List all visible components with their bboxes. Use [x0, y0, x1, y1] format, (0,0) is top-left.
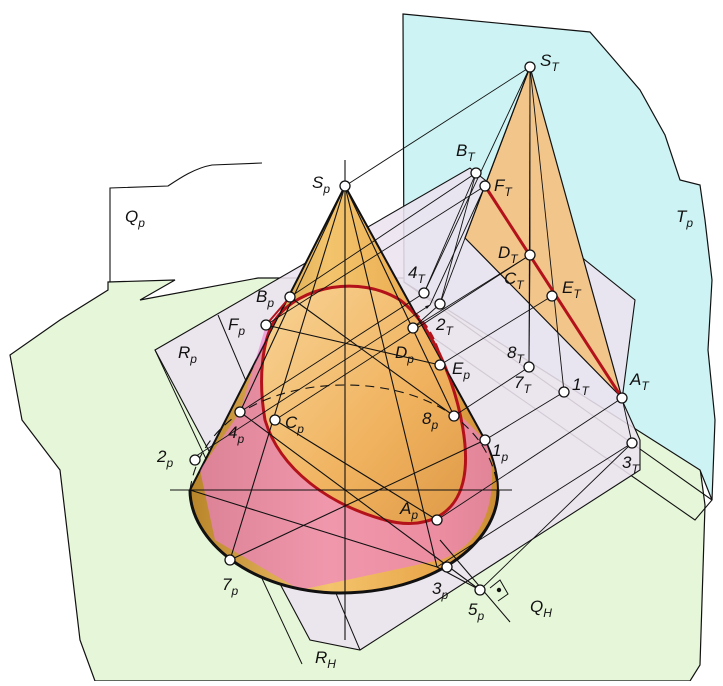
- label-3-T: 3T: [622, 453, 640, 476]
- point-F-T: [479, 180, 491, 192]
- label-7-p: 7p: [222, 575, 238, 598]
- point-A-p: [431, 514, 443, 526]
- point-B-T: [470, 167, 482, 179]
- label-2-p: 2p: [156, 447, 173, 470]
- label-B-p: Bp: [256, 287, 274, 310]
- point-E-p: [434, 359, 446, 371]
- points: [189, 61, 638, 596]
- labels: Qp Tp Rp RH QH Sp ST BT FT DT CT ET AT 4…: [125, 51, 693, 671]
- point-7-p: [224, 554, 236, 566]
- cone-generators: [170, 160, 512, 640]
- point-D-p: [407, 322, 419, 334]
- label-2-T: 2T: [435, 315, 454, 338]
- label-D-p: Dp: [395, 343, 414, 366]
- label-E-T: ET: [562, 278, 582, 301]
- right-angle-dot: [496, 587, 502, 593]
- point-4-T: [418, 287, 430, 299]
- label-5-p: 5p: [468, 600, 484, 623]
- point-1-p: [479, 434, 491, 446]
- label-S-p: Sp: [312, 173, 330, 196]
- point-D-T: [524, 249, 536, 261]
- point-S-T: [524, 61, 536, 73]
- label-C-T: CT: [504, 269, 525, 292]
- label-S-T: ST: [540, 51, 560, 74]
- label-4-p: 4p: [228, 423, 244, 446]
- label-F-T: FT: [494, 176, 513, 199]
- point-E-T: [546, 290, 558, 302]
- label-7-T: 7T: [514, 373, 532, 396]
- point-F-p: [260, 319, 272, 331]
- point-5-p: [474, 584, 486, 596]
- point-1-T: [558, 386, 570, 398]
- label-3-p: 3p: [432, 579, 448, 602]
- label-R-H: RH: [315, 648, 336, 671]
- point-2-T: [434, 298, 446, 310]
- point-7-T: [523, 361, 535, 373]
- projection-lines: [189, 66, 633, 591]
- frontal-plane-outline: [109, 162, 263, 282]
- label-1-p: 1p: [492, 441, 508, 464]
- point-2-p: [189, 454, 201, 466]
- label-B-T: BT: [456, 141, 476, 164]
- horizontal-trace-Q: [439, 539, 511, 623]
- section-edge-front: [265, 296, 291, 326]
- point-3-T: [626, 437, 638, 449]
- label-8-T: 8T: [507, 343, 525, 366]
- point-3-p: [441, 561, 453, 573]
- label-8-p: 8p: [422, 409, 438, 432]
- section-ellipse-hidden: [274, 285, 441, 356]
- label-Q-p: Qp: [125, 207, 145, 230]
- label-R-p: Rp: [178, 343, 197, 366]
- cone-base-visible-arc: [188, 489, 500, 595]
- point-B-p: [284, 291, 296, 303]
- label-Q-H: QH: [530, 597, 552, 620]
- label-1-T: 1T: [572, 375, 590, 398]
- profile-construction-lines: [423, 66, 633, 444]
- label-4-T: 4T: [408, 263, 426, 286]
- label-A-T: AT: [629, 370, 650, 393]
- point-C-p: [269, 414, 281, 426]
- point-8-p: [448, 410, 460, 422]
- point-4-p: [234, 406, 246, 418]
- point-S-p: [339, 180, 351, 192]
- label-E-p: Ep: [452, 359, 470, 382]
- label-D-T: DT: [498, 243, 519, 266]
- right-angle-mark: [489, 579, 509, 602]
- label-T-p: Tp: [676, 207, 693, 230]
- label-C-p: Cp: [285, 413, 304, 436]
- label-F-p: Fp: [228, 315, 245, 338]
- point-A-T: [616, 392, 628, 404]
- cone-base-hidden-arc: [189, 384, 499, 491]
- label-A-p: Ap: [399, 499, 418, 522]
